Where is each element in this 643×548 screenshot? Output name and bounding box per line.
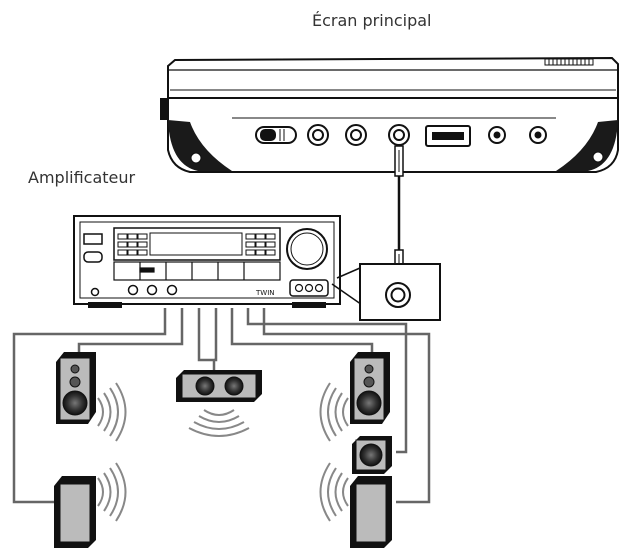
volume-knob-icon [286, 228, 328, 270]
audio-jack-icon [385, 282, 411, 308]
knob-icon [127, 284, 139, 296]
speaker-front-right [350, 352, 390, 424]
jack-port-icon [307, 124, 329, 146]
coaxial-out-jack-icon [388, 124, 410, 146]
speaker-rear-left [54, 476, 96, 548]
subwoofer [352, 436, 392, 474]
main-screen-label: Écran principal [312, 11, 432, 30]
jack-port-icon [529, 126, 547, 144]
speaker-front-left [56, 352, 96, 424]
amplifier-brand-mark: TWIN [255, 289, 275, 297]
amplifier-display [113, 227, 281, 261]
speaker-rear-right [350, 476, 392, 548]
sound-wave-icon [319, 382, 349, 442]
jack-port-icon [345, 124, 367, 146]
sound-wave-icon [97, 382, 127, 442]
button-row [113, 261, 281, 281]
speaker-center [176, 370, 262, 402]
amplifier-coax-input [289, 279, 329, 297]
knob-icon [146, 284, 158, 296]
amplifier-label: Amplificateur [28, 168, 136, 187]
main-screen-device [160, 56, 619, 173]
sound-wave-icon [188, 409, 250, 437]
jack-port-icon [488, 126, 506, 144]
knob-icon [166, 284, 178, 296]
coaxial-cable [394, 145, 404, 273]
sound-wave-icon [319, 462, 349, 522]
speaker-cables [12, 308, 431, 504]
vent-grille-icon [544, 58, 594, 66]
power-button-icon [83, 233, 103, 245]
usb-port-icon [425, 125, 471, 147]
jack-zoom-callout [331, 263, 441, 321]
slide-switch-icon [255, 126, 297, 144]
amplifier-device: TWIN [73, 215, 341, 308]
sound-wave-icon [97, 462, 127, 522]
